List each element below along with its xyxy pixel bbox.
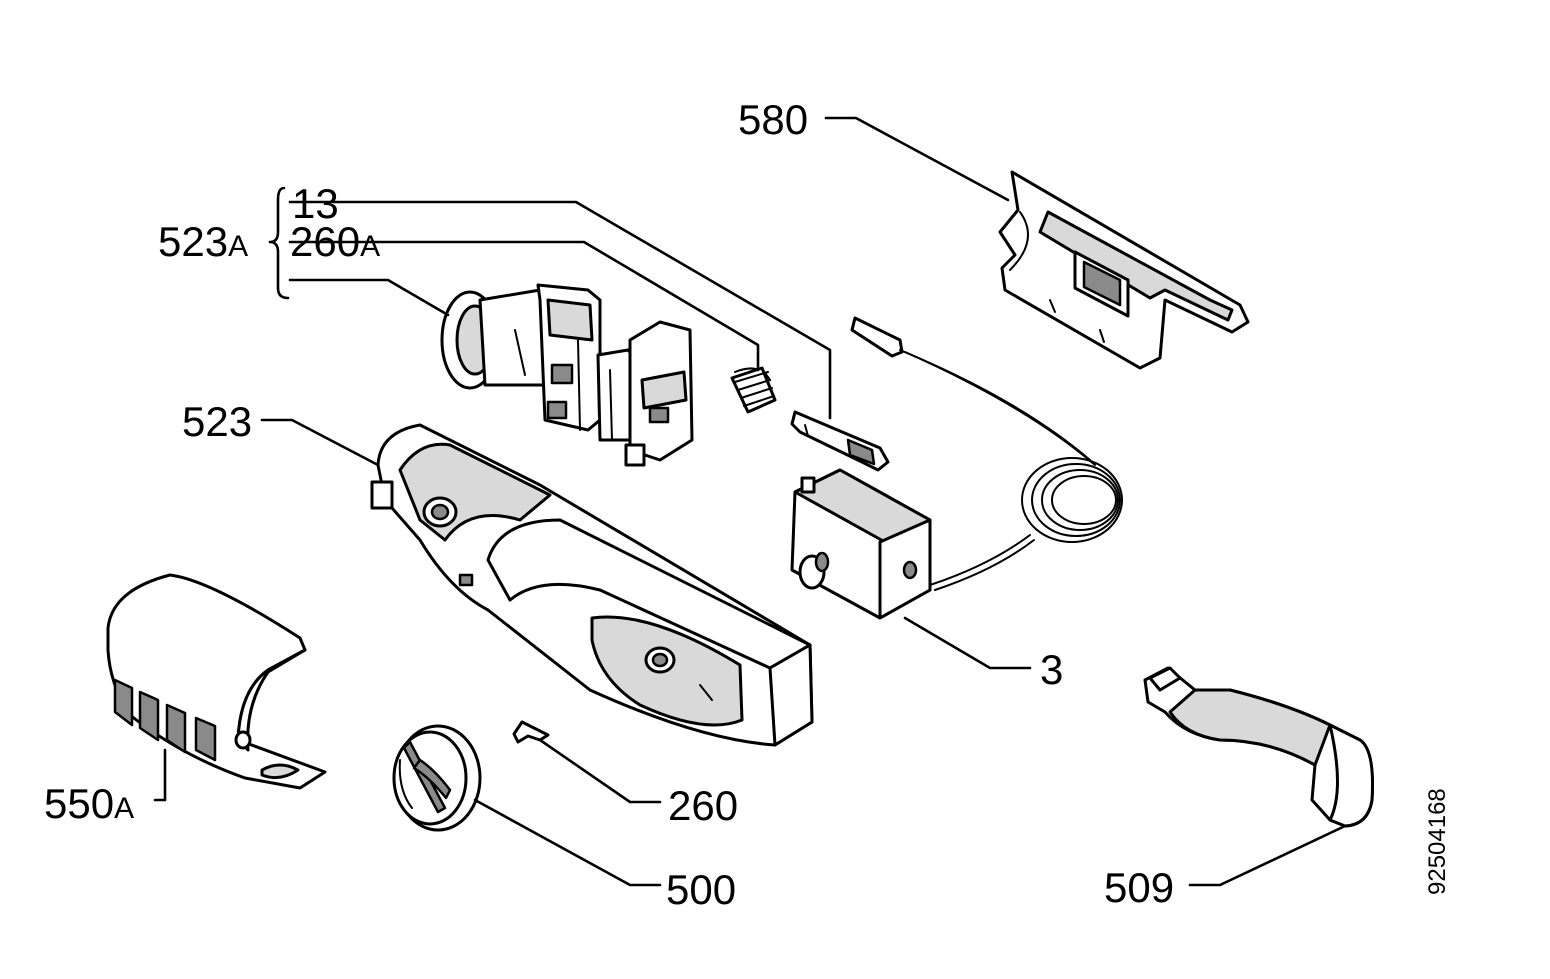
label-260: 260 xyxy=(668,782,738,829)
part-3-thermostat xyxy=(790,316,1123,620)
label-523a: 523A xyxy=(158,218,248,265)
leader-lines xyxy=(153,116,1347,887)
part-509-handle xyxy=(1143,666,1374,828)
drawing-number: 92504168 xyxy=(1424,788,1451,895)
part-260a-spring xyxy=(730,366,777,414)
part-580-bracket xyxy=(998,170,1250,370)
part-260-clip xyxy=(512,720,550,744)
part-550a-cover xyxy=(106,573,327,790)
label-580: 580 xyxy=(738,96,808,143)
part-labels: 580 13 523A 260A 523 3 260 550A 500 509 … xyxy=(44,96,1451,913)
label-550a: 550A xyxy=(44,780,134,827)
label-3: 3 xyxy=(1040,646,1063,693)
part-523-housing xyxy=(370,423,814,747)
label-260a: 260A xyxy=(290,218,380,265)
label-13: 13 xyxy=(292,180,339,227)
part-13-pin xyxy=(790,410,890,472)
part-523a-switch-assembly xyxy=(440,283,694,467)
label-500: 500 xyxy=(666,866,736,913)
label-509: 509 xyxy=(1104,864,1174,911)
part-500-knob xyxy=(392,724,482,832)
label-523: 523 xyxy=(182,398,252,445)
